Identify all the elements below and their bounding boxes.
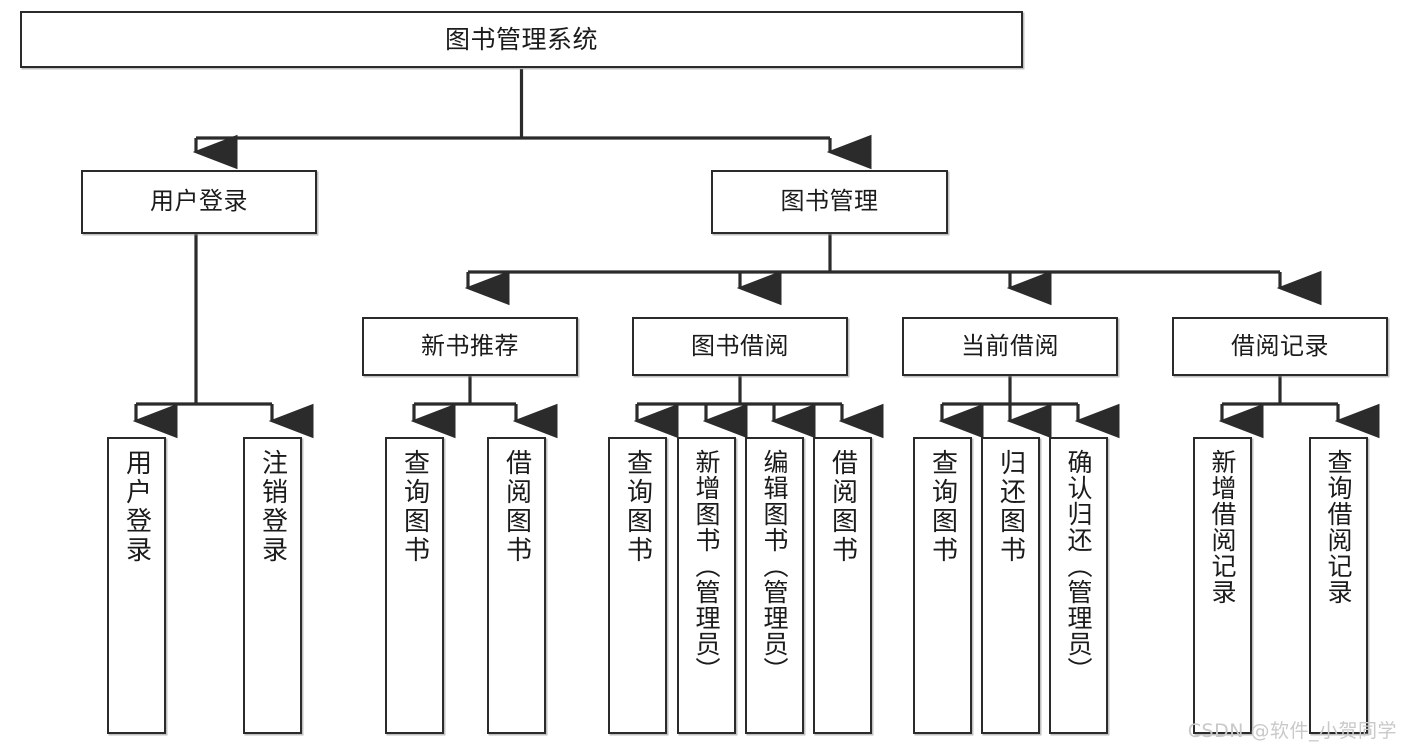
node-label: 归还图书 bbox=[995, 449, 1026, 565]
leaf-user-login-login[interactable]: 用户登录 bbox=[107, 437, 166, 734]
leaf-records-query-record[interactable]: 查询借阅记录 bbox=[1309, 437, 1368, 734]
node-new-book-recommend[interactable]: 新书推荐 bbox=[362, 317, 578, 376]
node-label: 图书管理 bbox=[780, 187, 879, 216]
leaf-borrow-query-book[interactable]: 查询图书 bbox=[608, 437, 667, 734]
leaf-borrow-edit-book-admin[interactable]: 编辑图书（管理员） bbox=[745, 437, 804, 734]
node-label: 当前借阅 bbox=[961, 331, 1059, 360]
leaf-recommend-borrow-book[interactable]: 借阅图书 bbox=[487, 437, 546, 734]
node-label: 查询图书 bbox=[622, 449, 653, 565]
node-label: 新书推荐 bbox=[421, 331, 519, 360]
leaf-current-confirm-return-admin[interactable]: 确认归还（管理员） bbox=[1049, 437, 1108, 734]
node-label: 查询图书 bbox=[927, 449, 958, 565]
leaf-borrow-borrow-book[interactable]: 借阅图书 bbox=[813, 437, 872, 734]
node-label: 新增图书（管理员） bbox=[692, 449, 721, 683]
node-label: 借阅图书 bbox=[501, 449, 532, 565]
csdn-watermark: CSDN @软件_小贺同学 bbox=[1187, 720, 1397, 742]
node-label: 查询图书 bbox=[399, 449, 430, 565]
leaf-borrow-add-book-admin[interactable]: 新增图书（管理员） bbox=[677, 437, 736, 734]
leaf-user-login-logout[interactable]: 注销登录 bbox=[243, 437, 302, 734]
node-label: 图书管理系统 bbox=[444, 25, 598, 54]
node-label: 确认归还（管理员） bbox=[1064, 449, 1093, 683]
node-label: 借阅记录 bbox=[1231, 331, 1329, 360]
leaf-recommend-query-book[interactable]: 查询图书 bbox=[385, 437, 444, 734]
leaf-current-return-book[interactable]: 归还图书 bbox=[981, 437, 1040, 734]
node-label: 新增借阅记录 bbox=[1208, 449, 1237, 605]
node-label: 用户登录 bbox=[121, 449, 152, 565]
node-root-book-management-system[interactable]: 图书管理系统 bbox=[20, 11, 1023, 68]
node-label: 图书借阅 bbox=[691, 331, 789, 360]
node-label: 借阅图书 bbox=[827, 449, 858, 565]
node-book-borrow[interactable]: 图书借阅 bbox=[632, 317, 848, 376]
node-label: 注销登录 bbox=[257, 449, 288, 565]
node-label: 查询借阅记录 bbox=[1324, 449, 1353, 605]
node-current-borrow[interactable]: 当前借阅 bbox=[902, 317, 1118, 376]
node-book-management[interactable]: 图书管理 bbox=[711, 170, 948, 234]
node-borrow-records[interactable]: 借阅记录 bbox=[1172, 317, 1388, 376]
node-label: 用户登录 bbox=[150, 187, 248, 216]
node-user-login[interactable]: 用户登录 bbox=[81, 170, 317, 234]
leaf-records-add-record[interactable]: 新增借阅记录 bbox=[1193, 437, 1252, 734]
node-label: 编辑图书（管理员） bbox=[760, 449, 789, 683]
leaf-current-query-book[interactable]: 查询图书 bbox=[913, 437, 972, 734]
